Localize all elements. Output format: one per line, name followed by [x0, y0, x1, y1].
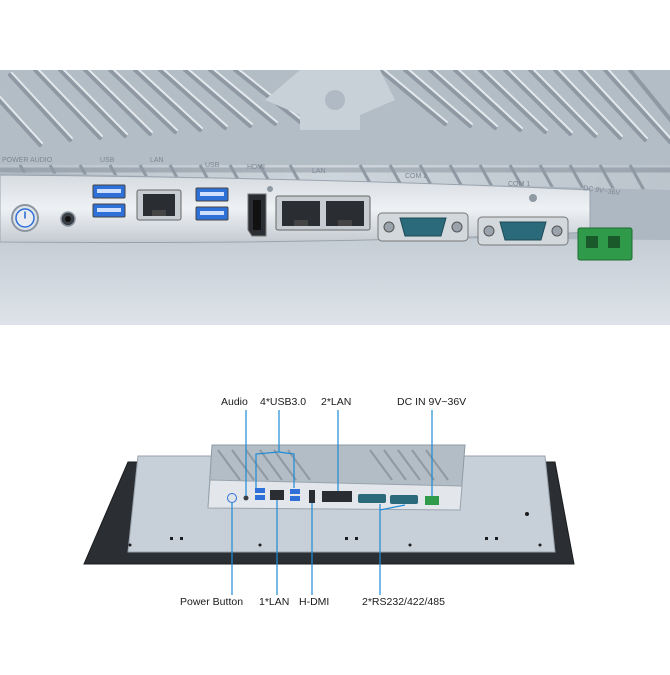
heatsink-module	[207, 444, 466, 511]
callout-dc-in: DC IN 9V~36V	[397, 396, 467, 408]
lan-port-1[interactable]	[136, 189, 182, 221]
com2-port[interactable]	[377, 212, 469, 242]
etched-label-hdmi: HDMI	[247, 164, 265, 171]
etched-label-usb-1: USB	[100, 157, 115, 164]
callout-usb: 4*USB3.0	[260, 396, 307, 408]
chassis-base	[0, 235, 670, 325]
callout-hdmi: H-DMI	[299, 596, 330, 608]
etched-label-usb-2: USB	[205, 162, 220, 169]
callout-line-usb	[255, 410, 295, 488]
etched-label-power-audio: POWER AUDIO	[2, 157, 53, 164]
dc-in-terminal[interactable]	[577, 227, 633, 261]
callout-serial: 2*RS232/422/485	[362, 596, 445, 608]
power-button[interactable]	[11, 204, 39, 232]
callout-2lan: 2*LAN	[321, 396, 352, 408]
callout-lines	[231, 410, 433, 595]
etched-label-lan-2: LAN	[312, 168, 326, 175]
etched-label-lan-1: LAN	[150, 157, 164, 164]
hdmi-port[interactable]	[247, 193, 267, 237]
overview-illustration	[83, 410, 575, 595]
io-panel-closeup-photo: POWER AUDIO USB LAN USB HDMI LAN COM 2 C…	[0, 67, 670, 325]
io-panel-overview: Audio 4*USB3.0 2*LAN DC IN 9V~36V Power …	[0, 330, 670, 670]
callout-audio: Audio	[221, 396, 248, 408]
callout-1lan: 1*LAN	[259, 596, 290, 608]
audio-jack[interactable]	[60, 211, 76, 227]
etched-label-com1: COM 1	[508, 181, 530, 188]
usb-port-stack-2[interactable]	[195, 187, 229, 221]
closeup-illustration: POWER AUDIO USB LAN USB HDMI LAN COM 2 C…	[0, 67, 670, 325]
etched-label-com2: COM 2	[405, 173, 427, 180]
callout-line-serial	[379, 504, 406, 595]
com1-port[interactable]	[477, 216, 569, 246]
lan-port-dual[interactable]	[275, 195, 371, 231]
usb-port-stack-1[interactable]	[92, 184, 126, 218]
callout-power-button: Power Button	[180, 596, 244, 608]
plate-screws	[267, 186, 537, 202]
